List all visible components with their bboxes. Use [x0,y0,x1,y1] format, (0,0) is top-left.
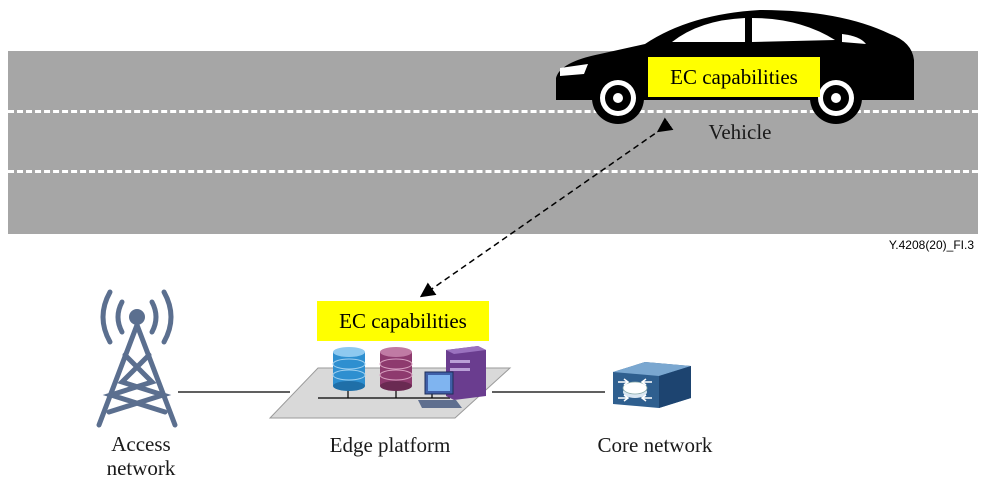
database-icon [379,347,413,391]
access-network-label: Access network [76,432,206,480]
vehicle-ec-capabilities: EC capabilities [648,57,820,97]
edge-platform-icon [268,346,512,419]
edge-ec-capabilities: EC capabilities [317,301,489,341]
antenna-tower-icon [96,289,178,428]
server-icon [446,346,486,400]
computer-icon [418,371,462,408]
access-label-line1: Access [111,432,171,456]
router-icon [613,362,691,408]
figure-id: Y.4208(20)_FI.3 [888,238,974,252]
edge-platform-label: Edge platform [329,433,451,457]
lane-marking [8,110,978,113]
wireless-link [419,117,674,298]
car-icon [556,10,914,124]
access-label-line2: network [106,456,176,480]
database-icon [332,347,366,391]
vehicle-label: Vehicle [708,120,772,144]
core-network-label: Core network [597,433,713,457]
